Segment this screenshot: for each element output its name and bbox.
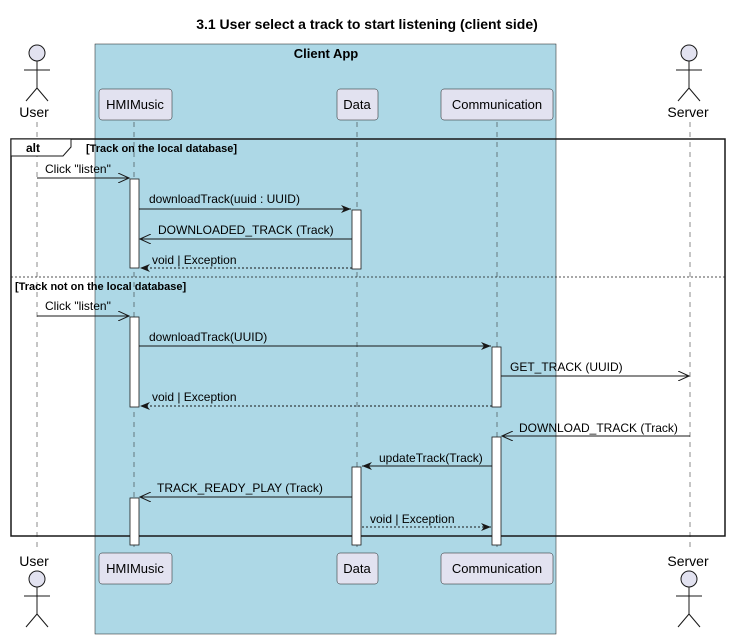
- alt-frame: [10, 138, 726, 537]
- server-actor-label-top: Server: [667, 104, 709, 120]
- user-actor-bottom: [24, 570, 50, 628]
- server-actor-top: [676, 44, 702, 102]
- msg-update-track-label: updateTrack(Track): [379, 451, 483, 465]
- msg-click-listen-2-label: Click "listen": [45, 299, 111, 313]
- data-box-bottom: [336, 552, 379, 585]
- alt-keyword: alt: [26, 141, 40, 155]
- server-actor-bottom: [676, 570, 702, 628]
- client-app-box-title: Client App: [294, 46, 359, 61]
- msg-return-void-1-label: void | Exception: [152, 253, 237, 267]
- diagram-title: 3.1 User select a track to start listeni…: [196, 16, 538, 32]
- msg-click-listen-1-label: Click "listen": [45, 162, 111, 176]
- communication-activation-1: [491, 346, 502, 408]
- server-actor-label-bottom: Server: [667, 553, 709, 569]
- data-box-top: [336, 88, 379, 121]
- communication-label-top: Communication: [452, 97, 542, 112]
- alt-guard-2: [Track not on the local database]: [15, 281, 186, 293]
- hmimusic-box-top: [98, 88, 173, 121]
- user-actor-label-bottom: User: [19, 553, 49, 569]
- msg-download-track-server-label: DOWNLOAD_TRACK (Track): [519, 421, 678, 435]
- msg-download-track-label: downloadTrack(UUID): [149, 330, 267, 344]
- alt-frame-tab: [10, 138, 72, 157]
- communication-label-bottom: Communication: [452, 561, 542, 576]
- msg-get-track-label: GET_TRACK (UUID): [510, 360, 623, 374]
- data-label-bottom: Data: [343, 561, 371, 576]
- msg-return-void-3-label: void | Exception: [370, 512, 455, 526]
- msg-track-ready-play-label: TRACK_READY_PLAY (Track): [157, 481, 323, 495]
- hmimusic-activation-3: [129, 497, 140, 546]
- hmimusic-activation-1: [129, 178, 140, 269]
- msg-downloaded-track-label: DOWNLOADED_TRACK (Track): [158, 223, 334, 237]
- data-label-top: Data: [343, 97, 371, 112]
- user-actor-top: [24, 44, 50, 102]
- hmimusic-activation-2: [129, 316, 140, 408]
- user-actor-label-top: User: [19, 104, 49, 120]
- alt-guard-1: [Track on the local database]: [86, 143, 237, 155]
- communication-activation-2: [491, 436, 502, 546]
- communication-box-bottom: [440, 552, 554, 585]
- hmimusic-label-top: HMIMusic: [106, 97, 164, 112]
- hmimusic-label-bottom: HMIMusic: [106, 561, 164, 576]
- data-activation-1: [351, 209, 362, 270]
- msg-download-track-uuid-label: downloadTrack(uuid : UUID): [149, 192, 300, 206]
- msg-return-void-2-label: void | Exception: [152, 390, 237, 404]
- communication-box-top: [440, 88, 554, 121]
- hmimusic-box-bottom: [98, 552, 173, 585]
- data-activation-2: [351, 466, 362, 546]
